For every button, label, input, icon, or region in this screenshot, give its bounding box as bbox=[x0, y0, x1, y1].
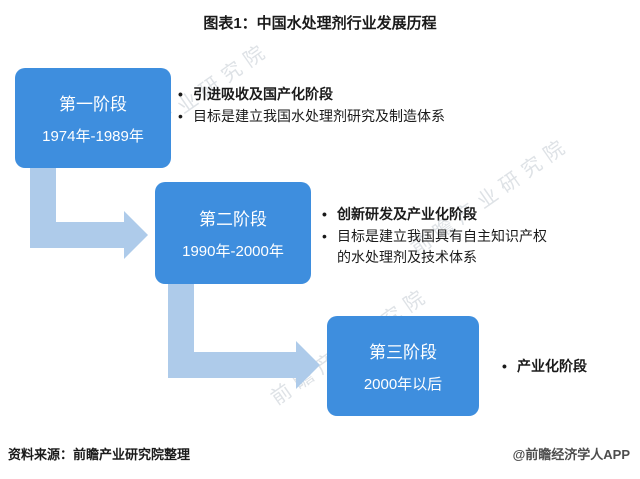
arrow-2-horizontal-segment bbox=[168, 352, 296, 378]
arrow-1-horizontal-segment bbox=[30, 222, 124, 248]
stage1-name: 第一阶段 bbox=[59, 95, 127, 114]
stage1-box: 第一阶段 1974年-1989年 bbox=[15, 68, 171, 168]
stage3-box: 第三阶段 2000年以后 bbox=[327, 316, 479, 416]
stage3-name: 第三阶段 bbox=[369, 343, 437, 362]
stage1-bullet-2: 目标是建立我国水处理剂研究及制造体系 bbox=[178, 106, 446, 127]
figure-title: 图表1：中国水处理剂行业发展历程 bbox=[203, 15, 437, 32]
arrow-1-head-icon bbox=[124, 211, 148, 259]
stage1-period: 1974年-1989年 bbox=[42, 128, 144, 145]
credit-badge: @前瞻经济学人APP bbox=[512, 447, 630, 462]
stage3-period: 2000年以后 bbox=[363, 376, 443, 393]
stage2-bullet-2: 目标是建立我国具有自主知识产权的水处理剂及技术体系 bbox=[322, 226, 550, 267]
stage2-period: 1990年-2000年 bbox=[182, 243, 284, 260]
stage2-name: 第二阶段 bbox=[199, 210, 267, 229]
stage2-bullet-list: 创新研发及产业化阶段 目标是建立我国具有自主知识产权的水处理剂及技术体系 bbox=[322, 204, 550, 269]
source-note: 资料来源：前瞻产业研究院整理 bbox=[8, 447, 191, 462]
stage2-box: 第二阶段 1990年-2000年 bbox=[155, 182, 311, 284]
stage1-bullet-list: 引进吸收及国产化阶段 目标是建立我国水处理剂研究及制造体系 bbox=[178, 84, 446, 129]
stage2-bullet-1: 创新研发及产业化阶段 bbox=[322, 204, 550, 225]
stage3-bullet-list: 产业化阶段 bbox=[502, 356, 622, 378]
stage1-bullet-1: 引进吸收及国产化阶段 bbox=[178, 84, 446, 105]
stage3-bullet-1: 产业化阶段 bbox=[502, 356, 622, 377]
arrow-2-head-icon bbox=[296, 341, 320, 389]
